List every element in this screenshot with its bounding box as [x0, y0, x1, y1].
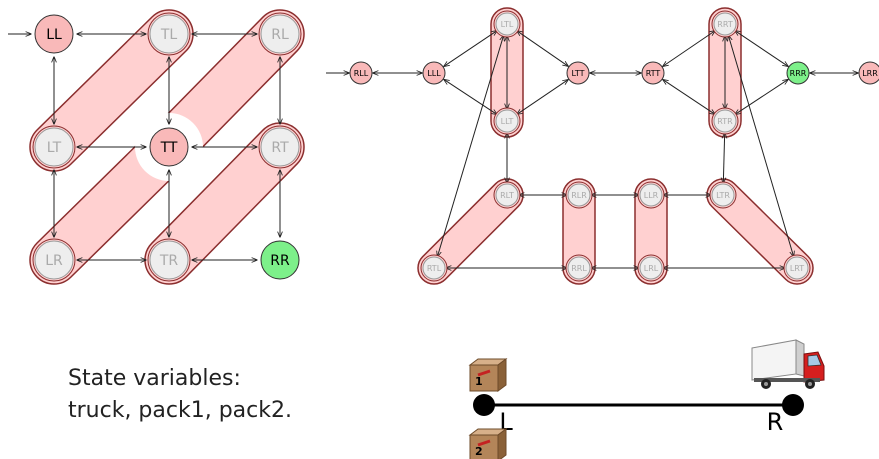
diagram1-groups: [29, 9, 305, 285]
node-label: LT: [47, 140, 62, 156]
diagram2-edges: [326, 31, 858, 268]
node-label: LTR: [716, 191, 730, 200]
graph-edge: [517, 80, 568, 115]
graph-edge: [728, 36, 793, 257]
diagram2-nodes: RLL LLL LTL LLT LTT RTT RRT RTR RRR LRR RLT RLR LLR L…: [349, 10, 879, 282]
package1-number: 1: [475, 375, 483, 388]
group-capsule: [144, 122, 305, 285]
node-label: LLR: [644, 191, 659, 200]
node-label: RRL: [571, 264, 587, 273]
node-rt: RT: [258, 125, 302, 169]
node-label: RT: [271, 140, 289, 156]
package-icon: 2: [468, 428, 508, 459]
node-ltr: LTR: [709, 181, 737, 209]
node-label: LL: [46, 27, 62, 43]
node-label: RLR: [571, 191, 587, 200]
node-lll: LLL: [422, 61, 446, 85]
group-capsule: [29, 9, 194, 172]
node-label: RTT: [646, 69, 661, 78]
graph-edge: [723, 133, 724, 183]
node-rl: RL: [258, 12, 302, 56]
package2-number: 2: [475, 445, 483, 458]
diagram1-nodes: LL TL RL LT TT RT LR TR RR: [32, 12, 302, 282]
logistics-scene: L R 1 2: [468, 339, 825, 459]
node-rrr: RRR: [786, 61, 810, 85]
diagram2-groups: [417, 7, 814, 285]
node-rr: RR: [260, 240, 300, 280]
graph-edge: [517, 31, 568, 66]
node-tl: TL: [147, 12, 191, 56]
node-lr: LR: [32, 238, 76, 282]
node-lt: LT: [32, 125, 76, 169]
node-label: LRR: [862, 69, 878, 78]
node-label: LTL: [501, 20, 514, 29]
node-rrt: RRT: [711, 10, 739, 38]
node-rll: RLL: [349, 61, 373, 85]
node-tr: TR: [147, 238, 191, 282]
node-label: TR: [159, 253, 179, 269]
location-right-dot: [782, 394, 804, 416]
node-label: LRL: [644, 264, 659, 273]
node-label: LLT: [501, 117, 514, 126]
node-label: TT: [160, 140, 178, 156]
node-llt: LLT: [493, 107, 521, 135]
node-label: RTL: [427, 264, 442, 273]
node-label: LTT: [572, 69, 585, 78]
node-label: RRR: [790, 69, 807, 78]
node-rtt: RTT: [641, 61, 665, 85]
graph-edge: [735, 31, 788, 67]
caption-line-2: truck, pack1, pack2.: [68, 398, 292, 423]
node-label: RLT: [500, 191, 514, 200]
node-label: RTR: [717, 117, 733, 126]
node-label: LRT: [790, 264, 804, 273]
location-left-dot: [473, 394, 495, 416]
node-label: RL: [271, 27, 289, 43]
node-lrt: LRT: [783, 254, 811, 282]
node-rlr: RLR: [565, 181, 593, 209]
node-label: RR: [270, 253, 290, 269]
node-ltl: LTL: [493, 10, 521, 38]
node-rtr: RTR: [711, 107, 739, 135]
node-rtl: RTL: [420, 254, 448, 282]
node-label: RLL: [354, 69, 369, 78]
graph-edge: [444, 31, 497, 67]
caption-line-1: State variables:: [68, 366, 241, 391]
node-ltt: LTT: [566, 61, 590, 85]
graph-edge: [663, 80, 715, 115]
package-icon: 1: [468, 358, 508, 392]
graph-edge: [663, 31, 715, 66]
node-label: RRT: [717, 20, 733, 29]
node-rrl: RRL: [565, 254, 593, 282]
node-tt: TT: [149, 127, 189, 167]
node-lrl: LRL: [637, 254, 665, 282]
node-label: TL: [160, 27, 178, 43]
node-ll: LL: [34, 14, 74, 54]
graph-edge: [437, 35, 503, 256]
node-llr: LLR: [637, 181, 665, 209]
node-lrr: LRR: [858, 61, 879, 85]
diagram1-edges: [8, 34, 280, 260]
node-rlt: RLT: [493, 181, 521, 209]
location-right-label: R: [767, 408, 784, 436]
truck-icon: [751, 339, 825, 389]
state-variables-caption: State variables: truck, pack1, pack2.: [68, 363, 292, 427]
node-label: LLL: [427, 69, 441, 78]
node-label: LR: [45, 253, 63, 269]
